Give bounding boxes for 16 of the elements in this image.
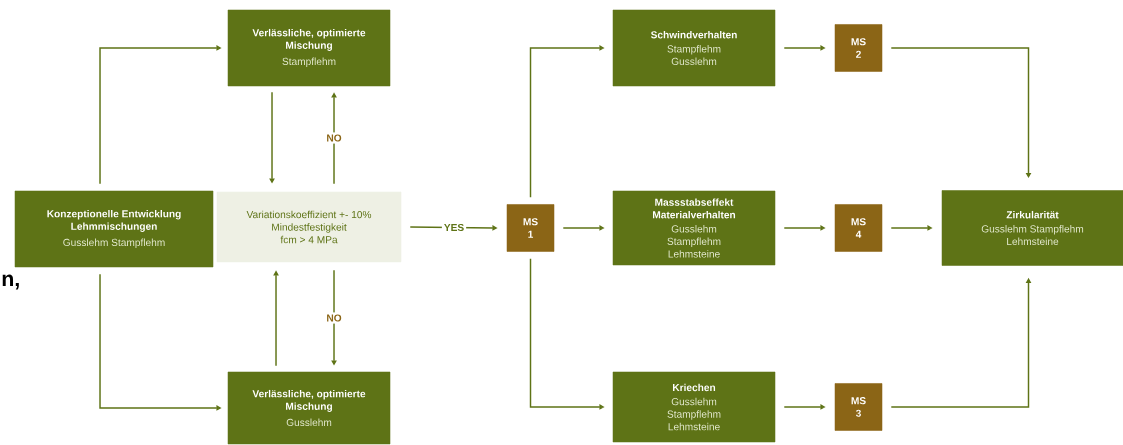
edge-label: YES — [441, 221, 467, 234]
process-box: Schwindverhalten Stampflehm Gusslehm — [612, 9, 776, 87]
ms-box: MS 3 — [834, 383, 883, 431]
process-box: Verlässliche, optimierte Mischung Stampflehm — [227, 9, 391, 87]
process-box: Konzeptionelle Entwicklung Lehmmischungen Gusslehm Stampflehm — [14, 190, 214, 268]
ms-box: MS 4 — [834, 204, 883, 252]
edge-label: NO — [324, 132, 344, 144]
side-text: n, — [2, 274, 19, 290]
process-box: Verlässliche, optimierte Mischung Gusslehm — [227, 371, 391, 445]
process-box: Kriechen Gusslehm Stampflehm Lehmsteine — [612, 371, 776, 443]
criteria-box: Variationskoeffizient +- 10% Mindestfestigkeit fcm > 4 MPa — [216, 191, 402, 263]
ms-box: MS 2 — [834, 24, 883, 72]
process-box: Zirkularität Gusslehm Stampflehm Lehmsteine — [941, 190, 1123, 266]
ms-box: MS 1 — [506, 204, 555, 252]
edge-label: NO — [324, 312, 344, 324]
process-box: Massstabseffekt Materialverhalten Gusslehm Stampflehm Lehmsteine — [612, 190, 776, 266]
